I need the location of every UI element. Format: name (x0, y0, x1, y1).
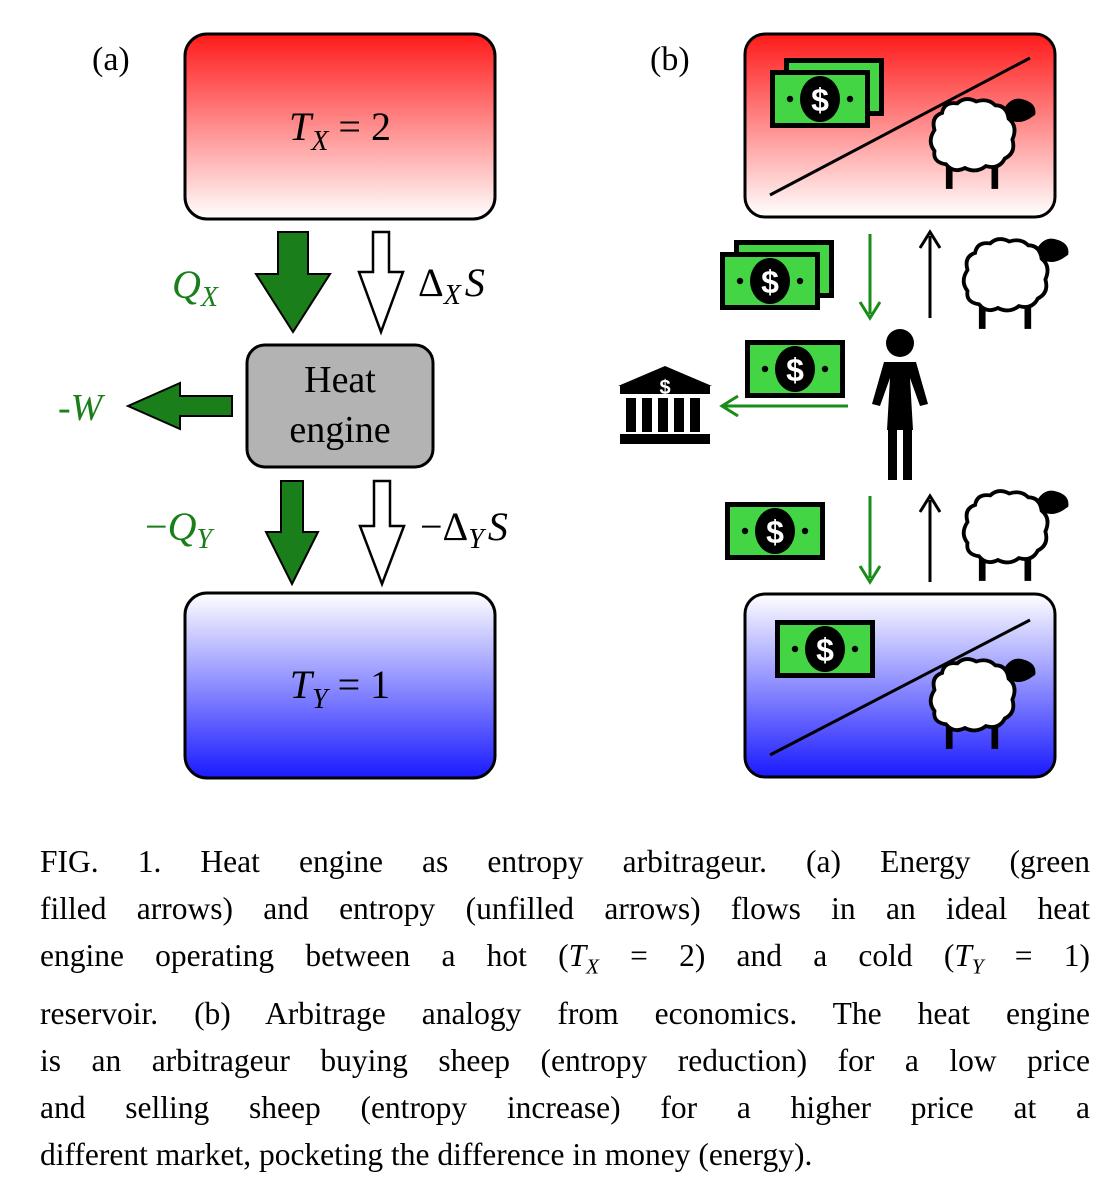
svg-text:$: $ (659, 377, 670, 399)
money-left-arrow (719, 394, 848, 418)
cold-reservoir (183, 591, 497, 780)
svg-text:$: $ (811, 82, 829, 118)
svg-text:$: $ (761, 264, 779, 300)
svg-text:$: $ (816, 632, 834, 668)
bank-icon: $ (618, 366, 712, 444)
hot-reservoir (183, 32, 497, 221)
hot-market-money-icon: $ (770, 58, 884, 128)
money-down-arrow-bottom (858, 496, 882, 585)
cold-market-price-line (769, 618, 1031, 757)
money-pair-icon: $ (720, 240, 834, 310)
qy-label: −QY (145, 504, 215, 555)
figure-caption: FIG. 1. Heat engine as entropy arbitrage… (40, 838, 1090, 1178)
panel-a-label: (a) (92, 41, 130, 78)
dxs-entropy-arrow (357, 230, 405, 336)
sheep-up-arrow-top (918, 229, 942, 318)
caption-line: engine operating between a hot (TX = 2) … (40, 938, 1090, 979)
caption-math-symbol: T (568, 938, 587, 973)
money-down-arrow-top (858, 234, 882, 321)
caption-line: reservoir. (b) Arbitrage analogy from ec… (40, 996, 1090, 1032)
caption-math-subscript: Y (971, 954, 984, 979)
caption-line: and selling sheep (entropy increase) for… (40, 1090, 1090, 1126)
qx-label: QX (172, 262, 219, 313)
money-single-icon-mid: $ (745, 340, 845, 398)
panel-b-label: (b) (650, 41, 690, 78)
caption-math-symbol: T (954, 938, 972, 973)
caption-line: filled arrows) and entropy (unfilled arr… (40, 891, 1090, 926)
svg-text:$: $ (766, 514, 784, 550)
svg-text:$: $ (786, 352, 804, 388)
qy-energy-arrow (264, 480, 320, 587)
work-energy-arrow (125, 381, 233, 431)
arbitrageur-person-icon (872, 329, 928, 480)
heat-engine-label-line2: engine (289, 409, 390, 451)
hot-market-price-line (769, 56, 1031, 197)
caption-line: FIG. 1. Heat engine as entropy arbitrage… (40, 844, 1090, 879)
cold-market-money-icon: $ (775, 620, 875, 678)
sheep-icon-top (961, 236, 1071, 331)
sheep-icon-bottom (961, 488, 1071, 583)
qx-energy-arrow (254, 231, 332, 334)
cold-temperature-label: TY= 1 (290, 662, 390, 715)
heat-engine-box (245, 343, 435, 469)
sheep-up-arrow-bottom (918, 493, 942, 582)
caption-line: different market, pocketing the differen… (40, 1137, 813, 1173)
caption-line: is an arbitrageur buying sheep (entropy … (40, 1043, 1090, 1079)
dys-entropy-arrow (358, 479, 406, 588)
money-single-icon-low: $ (725, 502, 825, 560)
work-label: -W (58, 387, 106, 429)
heat-engine-label-line1: Heat (304, 359, 376, 401)
caption-math-subscript: X (586, 954, 599, 979)
hot-temperature-label: TX= 2 (289, 104, 391, 157)
